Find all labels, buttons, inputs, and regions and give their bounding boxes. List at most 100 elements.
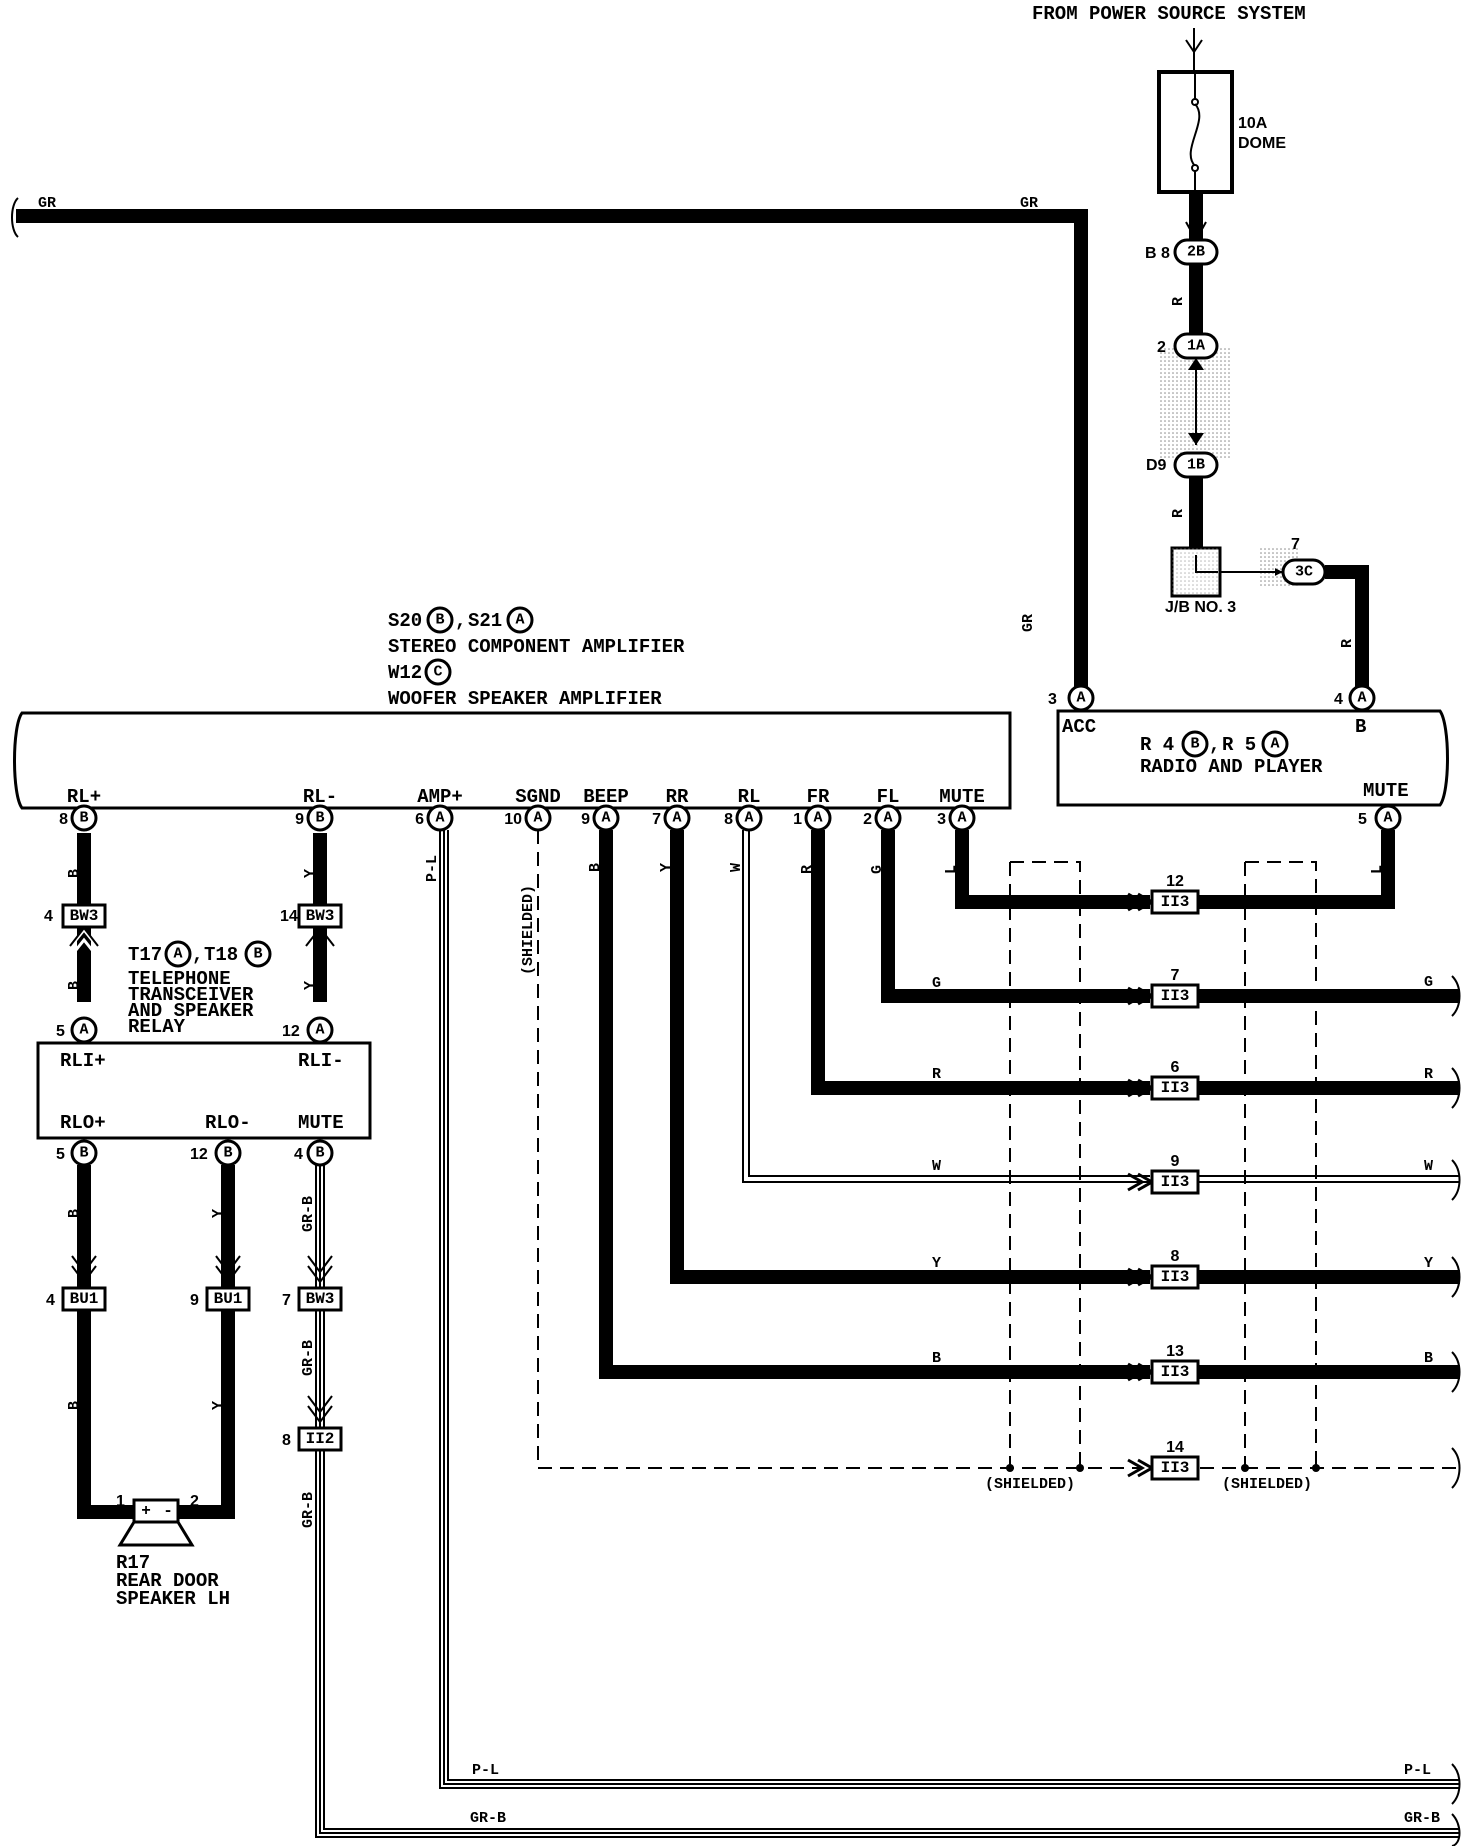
relay-pin-4b: 4 (294, 1146, 303, 1163)
power-in-arrow (1185, 39, 1203, 54)
ii3-label-1: II3 (1161, 987, 1190, 1005)
wire-label-y-rr: Y (658, 863, 675, 872)
connector-bw3-right: 14 BW3 (280, 903, 343, 929)
relay-sep: , (192, 944, 203, 966)
wire-rlo-plus: B (66, 1165, 97, 1288)
relay-pin-12b: 12 (190, 1146, 208, 1163)
relay-mute: MUTE (298, 1112, 344, 1134)
fuse-name: DOME (1238, 135, 1286, 152)
ii3-label-4: II3 (1161, 1268, 1190, 1286)
wire-rl-plus: B (66, 833, 91, 905)
bu1-pin-4: 4 (46, 1292, 55, 1309)
radio-title: RADIO AND PLAYER (1140, 756, 1323, 778)
wire-label-r-right: R (1424, 1066, 1433, 1083)
amp-title-2: WOOFER SPEAKER AMPLIFIER (388, 688, 662, 710)
amp-terminal-0-pin: 8 (59, 811, 68, 828)
connector-bu1-right: 9 BU1 (190, 1286, 251, 1312)
ii3-box-5 (1150, 1359, 1200, 1385)
amplifier-title: S20 B , S21 A STEREO COMPONENT AMPLIFIER… (388, 606, 685, 710)
power-source-group: FROM POWER SOURCE SYSTEM (1032, 3, 1306, 72)
amplifier-box (13, 711, 1012, 810)
amp-terminal-5-pin: 7 (652, 811, 661, 828)
radio-sep: , (1209, 734, 1220, 756)
amp-terminal-1-conn: B (315, 810, 324, 827)
relay-box: 5 A 12 A RLI+ RLI- RLO+ RLO- MUTE 5 B 12… (36, 1016, 372, 1167)
amp-terminal-9-name: MUTE (939, 786, 985, 808)
wire-rlo-minus: Y (210, 1165, 241, 1288)
amp-conn-c: C (433, 664, 442, 681)
amp-terminal-8-pin: 2 (863, 811, 872, 828)
radio-id-2: R 5 (1222, 734, 1256, 756)
pin-b8: B 8 (1145, 245, 1170, 262)
wire-label-grb-1: GR-B (300, 1196, 317, 1232)
amp-terminal-4-conn: A (601, 810, 610, 827)
amp-terminal-3-name: SGND (515, 786, 561, 808)
wire-label-y-4: Y (210, 1401, 227, 1410)
wire-label-b-3: B (66, 1209, 83, 1218)
wire-label-grb-4: GR-B (470, 1810, 506, 1827)
wire-label-b-beep: B (587, 863, 604, 872)
pin-d9: D9 (1146, 457, 1167, 474)
ii3-arrow-6 (1127, 1458, 1156, 1478)
speaker-pin-1: 1 (116, 1493, 125, 1510)
relay-title-3: AND SPEAKER (128, 1000, 254, 1022)
relay-pin-5a: 5 (56, 1023, 65, 1040)
amp-terminal-5-name: RR (666, 786, 689, 808)
wire-r-3: R (1339, 639, 1356, 648)
relay-rli-plus: RLI+ (60, 1050, 106, 1072)
amp-id-w12: W12 (388, 662, 422, 684)
pin-2: 2 (1157, 339, 1166, 356)
amp-terminal-1-circle (306, 804, 334, 832)
wire-bw3-to-relay-right: Y (302, 926, 335, 1002)
radio-mute-conn: A (1383, 810, 1392, 827)
wire-label-pl-1: P-L (424, 855, 441, 882)
junction-block-3: J/B NO. 3 (1165, 546, 1300, 616)
radio-conn-a: A (1270, 736, 1279, 753)
wire-w-right (1198, 1175, 1460, 1183)
speaker-plus: + (141, 1502, 151, 1520)
wire-label-b-1: B (66, 869, 83, 878)
bu1-pin-9: 9 (190, 1292, 199, 1309)
wire-rr (670, 830, 1150, 1284)
wire-label-pl-3: P-L (1404, 1762, 1431, 1779)
amp-id-s21: S21 (468, 610, 502, 632)
ii3-label-0: II3 (1161, 893, 1190, 911)
wire-r-to-radio-b (1325, 565, 1369, 690)
ii3-box-3 (1150, 1169, 1200, 1195)
ii3-box-2 (1150, 1075, 1200, 1101)
wire-amp-mute (955, 830, 1150, 909)
ii3-box-6 (1150, 1455, 1200, 1481)
ii3-box-0 (1150, 889, 1200, 915)
amp-terminal-7-conn: A (813, 810, 822, 827)
relay-id-t18: T18 (204, 944, 238, 966)
wire-gr-right: GR (1020, 195, 1038, 212)
amp-terminal-5-conn: A (672, 810, 681, 827)
wire-rl (742, 830, 1150, 1183)
amp-terminal-2-name: AMP+ (417, 786, 463, 808)
bw3-pin-7: 7 (282, 1292, 291, 1309)
connector-bw3-left: 4 BW3 (44, 903, 107, 929)
amp-terminal-2-pin: 6 (415, 811, 424, 828)
relay-pin-5b: 5 (56, 1146, 65, 1163)
wire-label-g-fl: G (869, 865, 886, 874)
radio-mute-pin: 5 (1358, 811, 1367, 828)
ii3-label-5: II3 (1161, 1363, 1190, 1381)
wire-label-y-2: Y (302, 981, 319, 990)
wire-r-1: R (1170, 297, 1187, 306)
conn-1a: 1A (1187, 338, 1205, 355)
ii3-pin-0: 12 (1166, 873, 1184, 890)
relay-title-2: TRANSCEIVER (128, 984, 254, 1006)
relay-title-1: TELEPHONE (128, 968, 231, 990)
ii3-pin-5: 13 (1166, 1343, 1184, 1360)
wire-label-l-radio: L (1369, 865, 1386, 874)
wire-label-b-beep-h: B (932, 1350, 941, 1367)
wire-label-grb-2: GR-B (300, 1340, 317, 1376)
relay-conn-b: B (253, 946, 262, 963)
ii3-label-3: II3 (1161, 1173, 1190, 1191)
radio-acc-label: ACC (1062, 716, 1096, 738)
ii2-pin-8: 8 (282, 1432, 291, 1449)
wire-bw3-to-relay-left: B (66, 926, 99, 1002)
speaker-r17: + - 1 2 R17 REAR DOOR SPEAKER LH (116, 1493, 230, 1610)
wire-sgnd-shield: (SHIELDED) (520, 830, 1140, 1469)
